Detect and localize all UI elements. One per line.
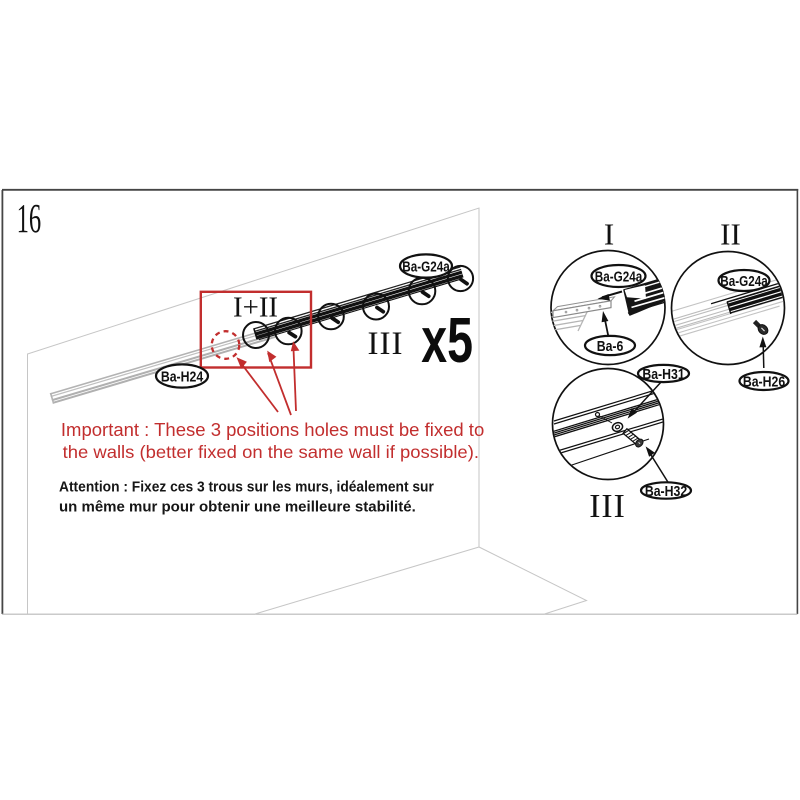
svg-text:III: III bbox=[368, 326, 404, 362]
svg-text:Ba-H31: Ba-H31 bbox=[642, 366, 685, 382]
svg-text:Ba-G24a: Ba-G24a bbox=[720, 272, 768, 289]
svg-text:Ba-H26: Ba-H26 bbox=[743, 373, 786, 389]
svg-text:Ba-H32: Ba-H32 bbox=[645, 483, 688, 499]
svg-text:III: III bbox=[589, 488, 626, 525]
svg-text:I: I bbox=[604, 217, 614, 252]
svg-text:II: II bbox=[720, 217, 741, 252]
svg-text:x5: x5 bbox=[421, 303, 473, 375]
svg-text:Ba-6: Ba-6 bbox=[597, 338, 624, 354]
svg-text:Attention : Fixez ces 3 trous: Attention : Fixez ces 3 trous sur les mu… bbox=[59, 479, 434, 496]
svg-text:I+II: I+II bbox=[233, 292, 278, 324]
svg-text:un même mur pour obtenir une m: un même mur pour obtenir une meilleure s… bbox=[59, 499, 416, 516]
svg-text:Important : These 3 positions: Important : These 3 positions holes must… bbox=[61, 419, 484, 440]
svg-text:Ba-H24: Ba-H24 bbox=[161, 368, 204, 384]
svg-text:the walls (better fixed on the: the walls (better fixed on the same wall… bbox=[63, 441, 479, 462]
svg-text:Ba-G24a: Ba-G24a bbox=[595, 268, 643, 285]
svg-text:Ba-G24a: Ba-G24a bbox=[402, 258, 450, 275]
svg-text:16: 16 bbox=[17, 197, 42, 242]
